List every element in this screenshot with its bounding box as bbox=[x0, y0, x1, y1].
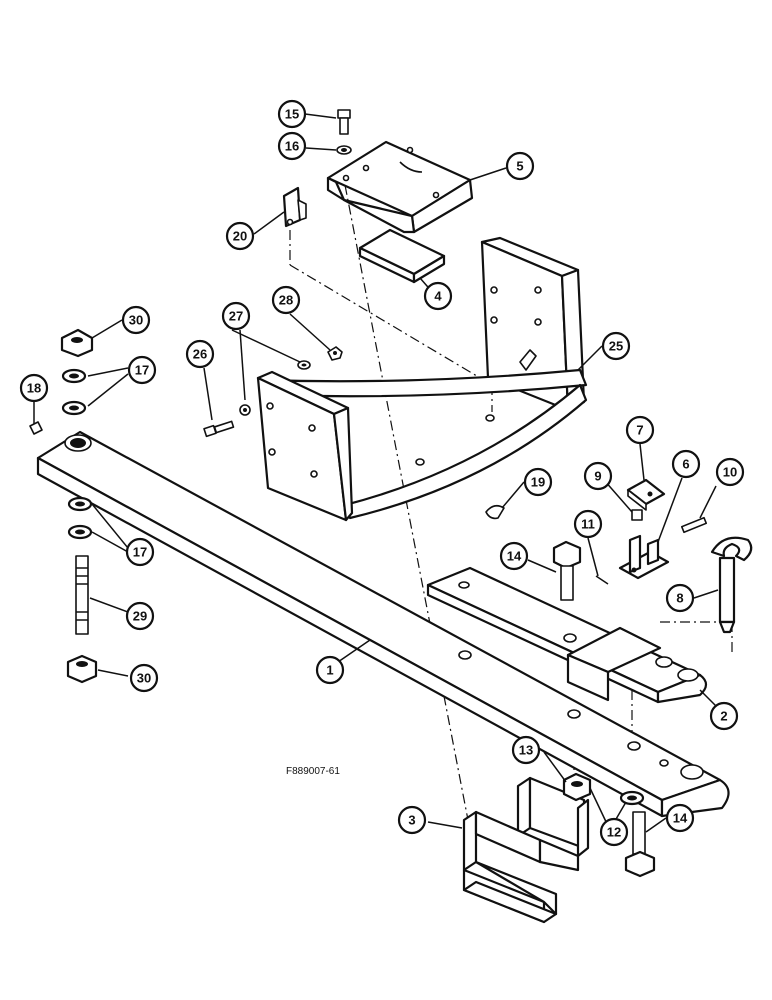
callout-25: 25 bbox=[601, 331, 631, 361]
nut-28 bbox=[327, 346, 343, 361]
callout-label: 29 bbox=[133, 609, 147, 624]
callout-label: 3 bbox=[408, 813, 415, 828]
washer-27a bbox=[239, 404, 251, 416]
hitch-pin-8 bbox=[710, 536, 753, 634]
callout-label: 11 bbox=[581, 517, 595, 532]
callout-17-top: 17 bbox=[127, 355, 157, 385]
nut-13 bbox=[562, 772, 592, 802]
pad-part bbox=[358, 228, 446, 284]
callout-7: 7 bbox=[625, 415, 655, 445]
bolt-15 bbox=[337, 109, 351, 135]
callout-label: 8 bbox=[676, 591, 683, 606]
callout-label: 6 bbox=[682, 457, 689, 472]
clip-20 bbox=[282, 186, 307, 228]
washer-17c bbox=[67, 496, 93, 512]
leader-lines bbox=[33, 113, 719, 833]
callout-label: 10 bbox=[723, 465, 737, 480]
callout-label: 16 bbox=[285, 139, 299, 154]
callout-11: 11 bbox=[573, 509, 603, 539]
callout-12: 12 bbox=[599, 817, 629, 847]
callout-label: 20 bbox=[233, 229, 247, 244]
callout-label: 28 bbox=[279, 293, 293, 308]
callout-label: 27 bbox=[229, 309, 243, 324]
callout-label: 9 bbox=[594, 469, 601, 484]
callout-27: 27 bbox=[221, 301, 251, 331]
callout-18: 18 bbox=[19, 373, 49, 403]
callout-label: 2 bbox=[720, 709, 727, 724]
callout-1: 1 bbox=[315, 655, 345, 685]
figure-reference-code: F889007-61 bbox=[286, 766, 340, 777]
lower-clamp-part bbox=[462, 776, 590, 924]
callout-6: 6 bbox=[671, 449, 701, 479]
pin-11 bbox=[595, 575, 609, 585]
callout-26: 26 bbox=[185, 339, 215, 369]
top-clamp-plate-part bbox=[326, 140, 474, 234]
pin-10 bbox=[680, 516, 708, 534]
bolt-26 bbox=[203, 420, 235, 438]
callout-29: 29 bbox=[125, 601, 155, 631]
callout-14-bottom: 14 bbox=[665, 803, 695, 833]
latch-bracket-6 bbox=[618, 534, 670, 580]
callout-label: 17 bbox=[135, 363, 149, 378]
callout-30-bottom: 30 bbox=[129, 663, 159, 693]
callout-10: 10 bbox=[715, 457, 745, 487]
washer-17d bbox=[67, 524, 93, 540]
hitch-plate-part bbox=[426, 566, 708, 704]
callout-label: 30 bbox=[137, 671, 151, 686]
callout-5: 5 bbox=[505, 151, 535, 181]
callout-label: 13 bbox=[519, 743, 533, 758]
callout-label: 1 bbox=[326, 663, 333, 678]
bracket-weldment-part bbox=[256, 236, 588, 522]
washer-17b bbox=[61, 400, 87, 416]
callout-label: 15 bbox=[285, 107, 299, 122]
callout-label: 26 bbox=[193, 347, 207, 362]
callout-20: 20 bbox=[225, 221, 255, 251]
callout-label: 4 bbox=[434, 289, 442, 304]
callout-17-bottom: 17 bbox=[125, 537, 155, 567]
clip-19 bbox=[485, 504, 505, 520]
callout-label: 12 bbox=[607, 825, 621, 840]
callout-label: 5 bbox=[516, 159, 523, 174]
callout-4: 4 bbox=[423, 281, 453, 311]
callout-label: 18 bbox=[27, 381, 41, 396]
latch-7 bbox=[626, 478, 666, 511]
callout-16: 16 bbox=[277, 131, 307, 161]
callout-3: 3 bbox=[397, 805, 427, 835]
washer-17a bbox=[61, 368, 87, 384]
callout-label: 7 bbox=[636, 423, 643, 438]
bolt-14-top bbox=[552, 540, 582, 601]
washer-27b bbox=[297, 360, 311, 370]
washer-16 bbox=[336, 145, 352, 155]
callout-2: 2 bbox=[709, 701, 739, 731]
washer-12 bbox=[619, 790, 645, 806]
nut-30-bottom bbox=[66, 654, 98, 684]
bolt-14-bottom bbox=[624, 811, 656, 878]
callout-19: 19 bbox=[523, 467, 553, 497]
grease-fitting-18 bbox=[29, 421, 43, 435]
callout-label: 14 bbox=[507, 549, 522, 564]
callout-label: 30 bbox=[129, 313, 143, 328]
callout-28: 28 bbox=[271, 285, 301, 315]
callout-label: 19 bbox=[531, 475, 545, 490]
stud-29 bbox=[75, 555, 89, 635]
nut-30-top bbox=[60, 328, 94, 358]
screw-9 bbox=[631, 509, 643, 521]
callout-30-top: 30 bbox=[121, 305, 151, 335]
callout-8: 8 bbox=[665, 583, 695, 613]
callout-13: 13 bbox=[511, 735, 541, 765]
callout-15: 15 bbox=[277, 99, 307, 129]
callout-9: 9 bbox=[583, 461, 613, 491]
callout-label: 25 bbox=[609, 339, 623, 354]
callout-14-top: 14 bbox=[499, 541, 529, 571]
callout-label: 17 bbox=[133, 545, 147, 560]
callout-label: 14 bbox=[673, 811, 688, 826]
